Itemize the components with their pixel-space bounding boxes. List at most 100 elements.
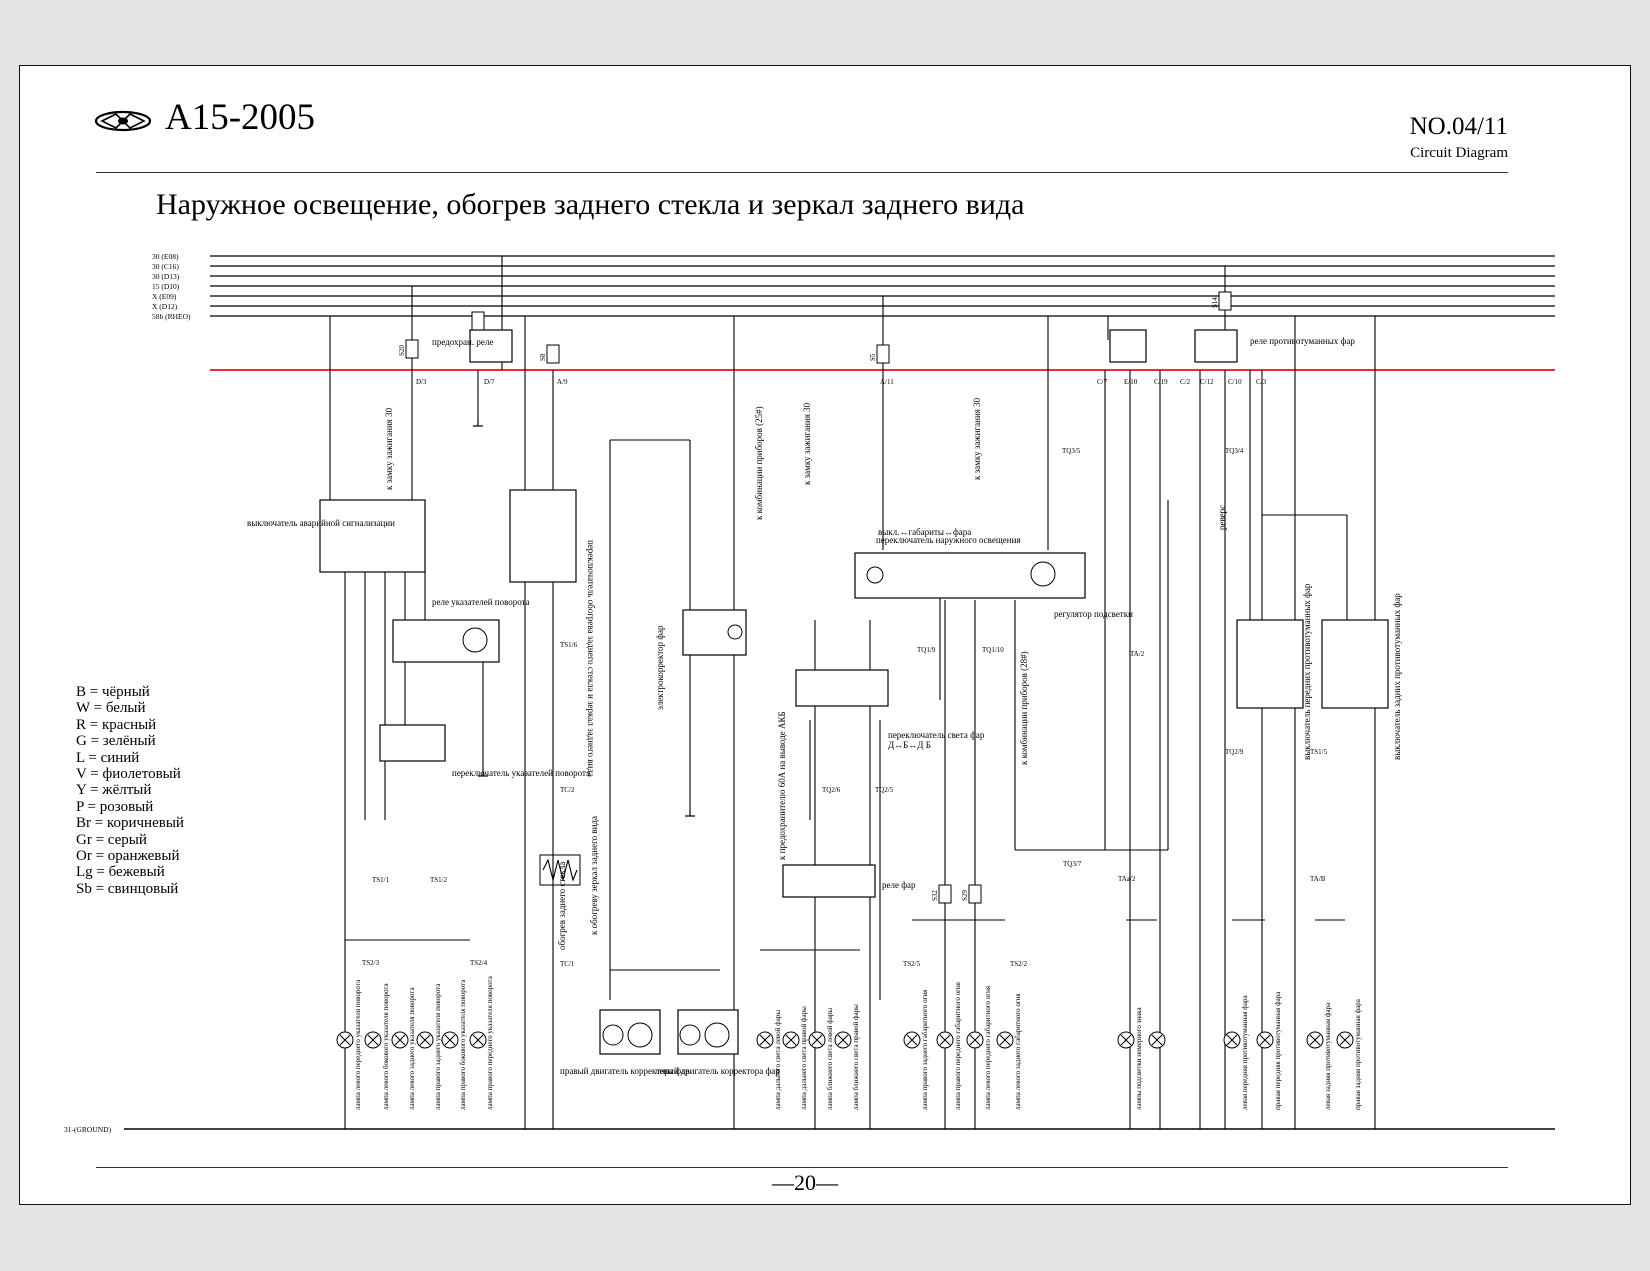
fuse-label: S32 (931, 890, 939, 901)
terminal-label: TA/B (1310, 875, 1326, 883)
headlight-switch-label: переключатель света фар (888, 730, 985, 740)
note-cluster-2: к комбинации приборов (28#) (1019, 651, 1029, 765)
connector-label: C/3 (1256, 378, 1267, 386)
bus-label: 58b (RHEO) (152, 312, 191, 321)
lamp-label: лампа правого заднего габаритного огня (921, 989, 929, 1110)
bulb-icon (1117, 1031, 1135, 1049)
terminal-label: TS1/6 (560, 641, 578, 649)
connector-labels: D/3 D/7 A/9 A/11 C/7 E/10 C/19 C/2 C/12 … (416, 378, 1267, 386)
fog-relay-label: реле противотуманных фар (1250, 336, 1355, 346)
connector-label: A/11 (880, 378, 894, 386)
motor-icon (602, 1024, 624, 1046)
page-number: —20— (772, 1170, 838, 1195)
terminal-label: TC/2 (560, 786, 575, 794)
connector-label: A/9 (557, 378, 568, 386)
legend-item: Br = коричневый (76, 815, 184, 832)
lamp-label: правая задняя противотуманная фара (1354, 998, 1362, 1110)
note-ignition-3: к замку зажигания 30 (972, 397, 982, 480)
header-divider (96, 172, 1508, 173)
headlight-relay-box (782, 864, 876, 898)
fuse-icon (876, 344, 890, 364)
connector-label: E/10 (1124, 378, 1138, 386)
terminal-label: TQ2/9 (1225, 748, 1244, 756)
terminal-label: TQ1/10 (982, 646, 1004, 654)
connector-label: D/7 (484, 378, 495, 386)
hazard-switch-label: выключатель аварийной сигнализации (247, 518, 395, 528)
lamp-label: лампа левого переднего габаритного огня (984, 985, 992, 1110)
fuse-label: S8 (539, 353, 547, 361)
headlight-switch-sub: Д↔Б↔Д Б (888, 740, 931, 750)
legend-item: Lg = бежевый (76, 864, 165, 881)
lamp-label: лампа правого заднего указателя поворота (434, 983, 442, 1110)
rear-fog-switch-box (1321, 619, 1389, 709)
heater-switch-label: переключатель обогрева заднего стекла и … (586, 540, 596, 777)
note-ignition-2: к замку зажигания 30 (802, 402, 812, 485)
bulb-icon (903, 1031, 921, 1049)
heater-element-icon (542, 858, 578, 882)
legend-item: Sb = свинцовый (76, 880, 179, 897)
lamp-icon (727, 624, 743, 640)
bulb-icon (756, 1031, 774, 1049)
document-number: NO.04/11 (1409, 113, 1508, 140)
power-bus (210, 255, 1555, 317)
turn-relay-label: реле указателей поворота (432, 597, 530, 607)
motor-icon (627, 1022, 653, 1048)
fuse-icon (471, 311, 485, 331)
corrector-left-box (677, 1009, 739, 1055)
connector-label: C/7 (1097, 378, 1108, 386)
fuse-icon (938, 884, 952, 904)
wire-color-legend: B = чёрный W = белый R = красный G = зел… (76, 684, 184, 897)
fuse-icon (1218, 291, 1232, 311)
bulb-icon (391, 1031, 409, 1049)
bus-label: 15 (D10) (152, 282, 180, 291)
motor-icon (679, 1024, 701, 1046)
bus-label: 30 (E08) (152, 252, 179, 261)
bulbs (336, 1031, 1354, 1049)
connector-label: C/2 (1180, 378, 1191, 386)
headlight-switch-box (795, 669, 889, 707)
bus-label: X (D12) (152, 302, 178, 311)
note-fuse-60a: к предохранителю 60А на выводе АКБ (777, 711, 787, 860)
lamp-label: лампа правого бокового указателя поворот… (459, 979, 467, 1110)
terminal-label: TS2/3 (362, 959, 380, 967)
electrocorrector-box (682, 609, 747, 656)
lamp-label: левая передняя противотуманная фара (1241, 995, 1249, 1110)
light-switch-label: переключатель наружного освещения (876, 535, 1021, 545)
fuse-label: S5 (869, 353, 877, 361)
fog-relay-box (1194, 329, 1238, 363)
legend-item: G = зелёный (76, 733, 156, 750)
relay-coil-icon (462, 627, 488, 653)
bulb-icon (441, 1031, 459, 1049)
diagram-title: Наружное освещение, обогрев заднего стек… (156, 188, 1025, 221)
note-cluster-1: к комбинации приборов (25#) (754, 406, 764, 520)
ground-symbols (473, 420, 695, 817)
legend-item: Y = жёлтый (76, 782, 152, 799)
bulb-icon (364, 1031, 382, 1049)
terminal-label: TAa/2 (1118, 875, 1136, 883)
connector-label: C/19 (1154, 378, 1168, 386)
lamp-label: левая задняя противотуманная фара (1324, 1002, 1332, 1110)
note-ignition-1: к замку зажигания 30 (384, 407, 394, 490)
rear-window-heater-label: обогрев заднего стекла (557, 862, 567, 950)
bulb-icon (996, 1031, 1014, 1049)
fuses (405, 291, 1232, 904)
bus-label: 30 (C16) (152, 262, 179, 271)
light-switch-sub: выкл.↔габариты↔фара (878, 527, 971, 537)
terminal-label: TQ3/7 (1063, 860, 1082, 868)
front-fog-switch-label: выключатель передних противотуманных фар (1302, 583, 1312, 760)
terminal-label: TQ1/9 (917, 646, 936, 654)
terminal-label: TS1/5 (1310, 748, 1328, 756)
note-reverse: реверс (1217, 505, 1227, 530)
fuse-icon (968, 884, 982, 904)
leveling-regulator-label: регулятор подсветки (1054, 609, 1133, 619)
document-type: Circuit Diagram (1410, 145, 1508, 161)
bulb-icon (808, 1031, 826, 1049)
footer-divider (96, 1167, 1508, 1168)
fuse-label: S29 (961, 890, 969, 901)
terminal-label: TQ2/5 (875, 786, 894, 794)
bulb-icon (1223, 1031, 1241, 1049)
turn-switch-box (379, 724, 446, 762)
legend-item: B = чёрный (76, 684, 150, 700)
bulb-icon (469, 1031, 487, 1049)
